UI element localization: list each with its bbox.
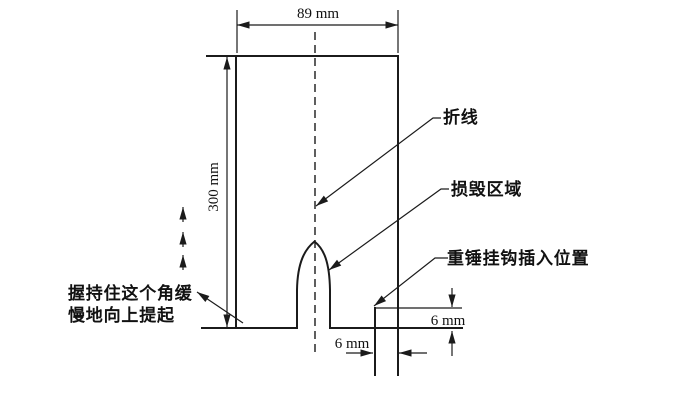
damage-area-arch: [296, 240, 331, 329]
specimen-outline: [201, 55, 463, 376]
notch-width-dimension: 6 mm: [335, 336, 427, 357]
width-dimension-label: 89 mm: [297, 6, 339, 22]
notch-height-dimension: 6 mm: [431, 288, 466, 356]
notch-width-dimension-label: 6 mm: [335, 336, 370, 352]
notch-height-dimension-label: 6 mm: [431, 313, 466, 329]
fold-line-label: 折线: [443, 107, 479, 127]
hold-instruction-line2: 慢地向上提起: [68, 305, 175, 325]
hold-instruction-line1: 握持住这个角缓: [68, 283, 193, 303]
hook-position-label: 重锤挂钩插入位置: [447, 248, 589, 268]
damage-area-leader: 损毁区域: [328, 179, 522, 271]
height-dimension: 300 mm: [206, 57, 231, 327]
hook-position-leader: 重锤挂钩插入位置: [373, 248, 589, 307]
damage-area-label: 损毁区域: [451, 179, 522, 199]
height-dimension-label: 300 mm: [206, 162, 222, 212]
fold-line-leader: 折线: [315, 107, 479, 207]
width-dimension: 89 mm: [236, 6, 399, 53]
hold-corner-leader: 握持住这个角缓 慢地向上提起: [68, 283, 244, 325]
